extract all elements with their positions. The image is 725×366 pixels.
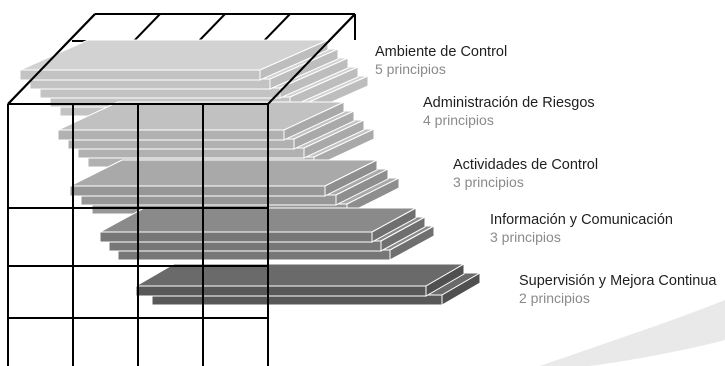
component-name: Ambiente de Control: [375, 44, 508, 60]
principles-count: 3 principios: [453, 173, 524, 190]
component-label-ambiente: Ambiente de Control 5 principios: [375, 44, 507, 77]
component-layers: [19, 39, 482, 306]
component-label-actividades: Actividades de Control 3 principios: [453, 157, 598, 190]
component-name: Supervisión y Mejora Continua: [519, 273, 717, 289]
slab-side: [303, 119, 365, 159]
component-slab-group: [134, 263, 482, 306]
cube-grid-front: [7, 13, 356, 366]
slab-top: [69, 159, 378, 187]
component-name: Administración de Riesgos: [423, 95, 595, 111]
slab-side: [324, 159, 378, 197]
slab-side: [279, 57, 349, 99]
principles-count: 5 principios: [375, 60, 446, 77]
slab-front: [19, 69, 261, 81]
component-slab-group: [57, 101, 375, 168]
slab-front: [57, 129, 285, 141]
slab-side: [293, 110, 355, 150]
grid-line: [267, 13, 356, 105]
slab-side: [389, 225, 435, 261]
slab-side: [425, 263, 465, 297]
principles-count: 4 principios: [423, 111, 494, 128]
slab-front: [99, 231, 373, 243]
slab-side: [283, 101, 345, 141]
slab-top: [134, 263, 466, 287]
slab-front: [135, 285, 427, 297]
component-label-informacion: Información y Comunicación 3 principios: [490, 212, 673, 245]
component-name: Actividades de Control: [453, 157, 599, 173]
principles-count: 2 principios: [519, 289, 590, 306]
slab-front: [69, 185, 326, 197]
slab-side: [380, 216, 426, 252]
component-slab-group: [69, 159, 400, 215]
component-label-supervision: Supervisión y Mejora Continua 2 principi…: [519, 273, 716, 306]
component-name: Información y Comunicación: [490, 212, 673, 228]
slab-side: [441, 272, 481, 306]
grid-line: [7, 13, 96, 105]
slab-side: [371, 207, 417, 243]
slab-side: [269, 48, 339, 90]
slab-side: [259, 39, 329, 81]
slab-top: [99, 207, 417, 233]
slab-side: [335, 168, 389, 206]
decorative-swoosh: [540, 300, 725, 366]
principles-count: 3 principios: [490, 228, 561, 245]
component-label-riesgos: Administración de Riesgos 4 principios: [423, 95, 595, 128]
